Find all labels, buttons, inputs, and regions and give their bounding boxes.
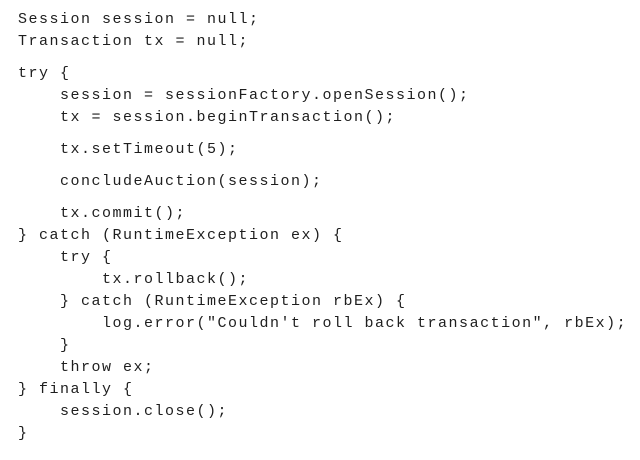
- code-line: }: [18, 337, 71, 354]
- blank-line: [18, 129, 627, 139]
- code-line: session.close();: [18, 403, 229, 420]
- code-line: }: [18, 425, 29, 442]
- code-line: log.error("Couldn't roll back transactio…: [18, 315, 628, 332]
- code-line: try {: [18, 249, 113, 266]
- code-line: throw ex;: [18, 359, 155, 376]
- code-line: tx = session.beginTransaction();: [18, 109, 397, 126]
- blank-line: [18, 53, 627, 63]
- code-line: } catch (RuntimeException rbEx) {: [18, 293, 407, 310]
- code-line: Transaction tx = null;: [18, 33, 250, 50]
- blank-line: [18, 193, 627, 203]
- code-line: } finally {: [18, 381, 134, 398]
- blank-line: [18, 161, 627, 171]
- code-line: session = sessionFactory.openSession();: [18, 87, 470, 104]
- code-line: tx.rollback();: [18, 271, 250, 288]
- code-line: tx.commit();: [18, 205, 187, 222]
- code-line: concludeAuction(session);: [18, 173, 323, 190]
- code-line: } catch (RuntimeException ex) {: [18, 227, 344, 244]
- code-line: Session session = null;: [18, 11, 260, 28]
- code-line: try {: [18, 65, 71, 82]
- code-line: tx.setTimeout(5);: [18, 141, 239, 158]
- code-listing: Session session = null; Transaction tx = …: [18, 9, 627, 445]
